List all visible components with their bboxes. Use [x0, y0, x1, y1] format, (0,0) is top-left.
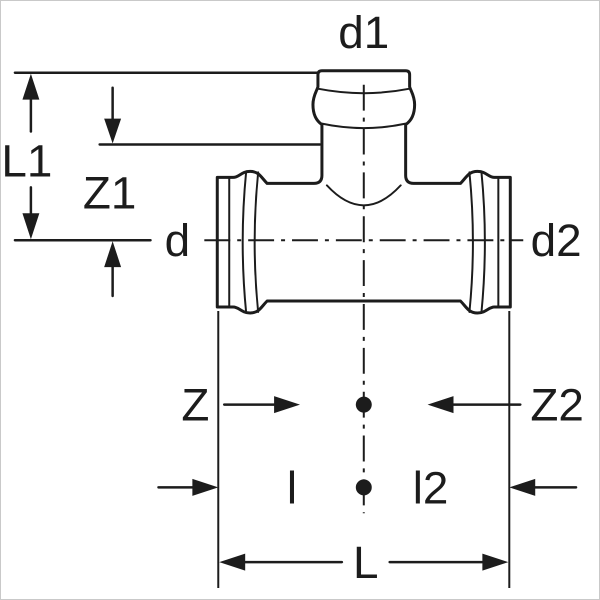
extension-lines	[217, 310, 511, 589]
branch-bead-arc-lower	[320, 122, 407, 130]
left-bead-arc-outer	[241, 170, 248, 314]
centerlines	[204, 84, 524, 514]
arrow-left-l2	[509, 478, 536, 496]
arrow-right-L	[482, 553, 509, 571]
arrow-down-Z1	[104, 118, 122, 144]
label-L: L	[353, 537, 379, 588]
drawing-strokes	[13, 69, 578, 589]
center-dot-l-row	[355, 479, 372, 496]
label-Z2: Z2	[530, 380, 583, 431]
arrow-left-L	[219, 553, 246, 571]
label-Z1: Z1	[83, 167, 136, 218]
arrow-down-L1	[22, 213, 40, 240]
arrow-right-Z	[274, 396, 300, 414]
label-d1: d1	[338, 7, 389, 58]
arrow-up-L1	[22, 73, 40, 100]
label-Z: Z	[181, 380, 209, 431]
label-d: d	[165, 215, 191, 266]
arrow-up-Z1	[104, 241, 122, 268]
right-bead-arc-outer	[480, 170, 486, 314]
label-d2: d2	[531, 215, 582, 266]
label-l2: l2	[413, 462, 449, 513]
arrowheads-and-markers	[22, 73, 536, 571]
right-bead-arc-inner	[468, 171, 474, 313]
arrow-left-Z2	[427, 396, 454, 414]
press-bead-detail-lines	[228, 87, 500, 314]
arrow-right-l	[192, 478, 219, 496]
center-dot-z-row	[355, 396, 372, 413]
left-bead-arc-inner	[253, 171, 260, 313]
dimension-lines	[13, 71, 578, 564]
label-L1: L1	[1, 135, 52, 186]
dimension-labels: d1 L1 Z1 d d2 Z Z2 l l2 L	[1, 7, 583, 588]
label-l: l	[287, 462, 297, 513]
